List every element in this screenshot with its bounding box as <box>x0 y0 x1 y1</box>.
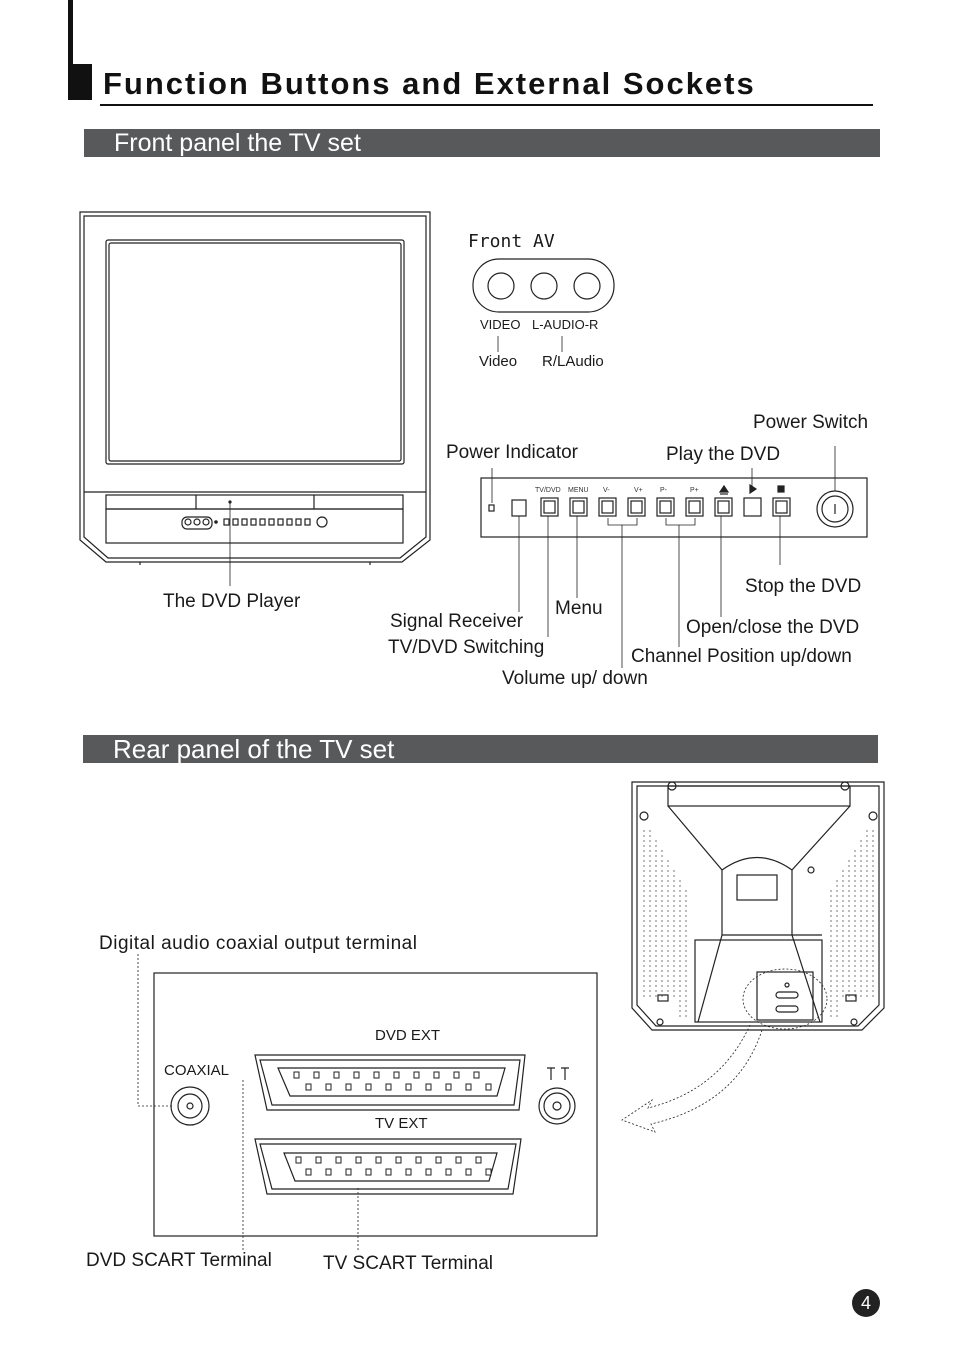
label-signal-receiver: Signal Receiver <box>390 611 524 632</box>
label-play-dvd: Play the DVD <box>666 444 781 465</box>
label-menu: Menu <box>555 598 603 619</box>
button-label-pminus: P- <box>660 487 667 494</box>
front-tv-drawing <box>79 211 431 586</box>
button-label-menu: MENU <box>568 487 589 494</box>
button-label-pplus: P+ <box>690 487 699 494</box>
label-tv-scart: TV SCART Terminal <box>323 1253 493 1274</box>
section-header-front: Front panel the TV set <box>84 129 880 157</box>
caption-audio: R/LAudio <box>542 353 604 370</box>
front-av-jacks <box>472 258 615 352</box>
label-dvd-player: The DVD Player <box>163 591 301 612</box>
button-label-tvdvd: TV/DVD <box>535 487 561 494</box>
front-av-heading: Front AV <box>468 231 555 252</box>
label-power-switch: Power Switch <box>753 412 869 433</box>
label-power-indicator: Power Indicator <box>446 442 579 463</box>
button-label-vminus: V- <box>603 487 610 494</box>
label-tv-ext: TV EXT <box>375 1115 428 1132</box>
page-title: Function Buttons and External Sockets <box>103 66 756 101</box>
title-accent-bar <box>68 0 73 100</box>
section-header-rear: Rear panel of the TV set <box>83 735 878 763</box>
label-open-close: Open/close the DVD <box>686 617 860 638</box>
title-underline <box>100 104 873 106</box>
label-coaxial: COAXIAL <box>164 1062 230 1079</box>
label-dvd-ext: DVD EXT <box>375 1027 441 1044</box>
label-dvd-scart: DVD SCART Terminal <box>86 1250 272 1271</box>
page-number: 4 <box>852 1289 880 1317</box>
caption-video: Video <box>479 353 518 370</box>
button-label-vplus: V+ <box>634 487 643 494</box>
jack-label-audio: L-AUDIO-R <box>532 317 599 332</box>
label-tv-dvd-switching: TV/DVD Switching <box>388 637 545 658</box>
label-volume: Volume up/ down <box>502 668 648 689</box>
rear-tv-drawing <box>621 781 885 1133</box>
title-accent-block <box>68 64 92 100</box>
label-channel: Channel Position up/down <box>631 646 852 667</box>
label-stop-dvd: Stop the DVD <box>745 576 862 597</box>
label-digital-audio: Digital audio coaxial output terminal <box>99 933 418 954</box>
rear-detail-drawing <box>137 954 598 1250</box>
jack-label-video: VIDEO <box>480 317 521 332</box>
control-panel-drawing <box>480 446 868 668</box>
